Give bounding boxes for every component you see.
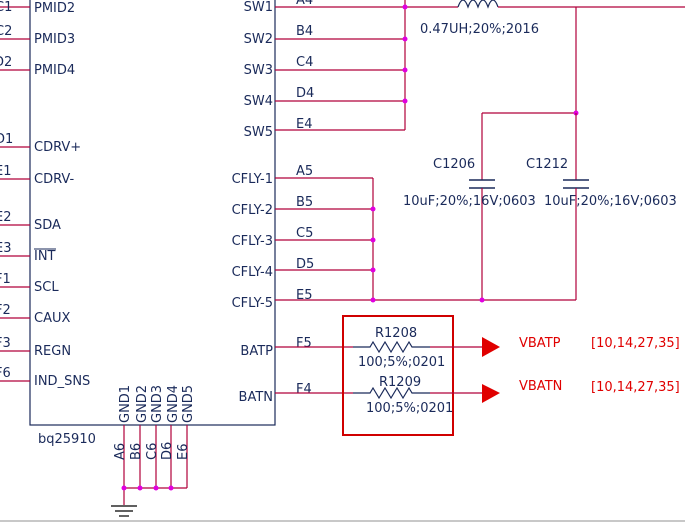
pin-INT: INT	[34, 249, 56, 264]
ball-E3: E3	[0, 241, 12, 256]
gnd-junctions	[121, 485, 174, 491]
sw-junctions	[402, 4, 408, 104]
pin-CFLY-2: CFLY-2	[232, 203, 273, 218]
ball-C5: C5	[296, 226, 313, 241]
r1209-value: 100;5%;0201	[366, 401, 453, 416]
vbatn-arrow-icon	[482, 384, 500, 403]
ic-name: bq25910	[38, 432, 96, 447]
ball-B6: B6	[129, 443, 144, 460]
inductor-symbol	[457, 0, 499, 9]
pin-CFLY-1: CFLY-1	[232, 172, 273, 187]
pin-REGN: REGN	[34, 344, 71, 359]
cfly-net-wires	[275, 177, 576, 301]
ball-F1: F1	[0, 272, 11, 287]
ball-E4: E4	[296, 117, 313, 132]
ball-C2: C2	[0, 24, 12, 39]
pin-SCL: SCL	[34, 280, 59, 295]
gnd-pin-stubs	[123, 425, 188, 505]
pin-SW3: SW3	[244, 63, 273, 78]
c1212-ref: C1212	[526, 157, 568, 172]
ball-D4: D4	[296, 86, 314, 101]
cfly-junctions	[370, 206, 485, 303]
c1212-symbol	[563, 179, 589, 189]
c1212-value: 10uF;20%;16V;0603	[544, 194, 677, 209]
ball-F4: F4	[296, 382, 312, 397]
ground-symbol-icon	[111, 505, 137, 517]
ball-E1: E1	[0, 164, 12, 179]
r1208-symbol	[353, 340, 430, 354]
pin-GND4: GND4	[166, 385, 181, 423]
pin-GND3: GND3	[150, 385, 165, 423]
sense-resistor-highlight-box	[342, 315, 454, 436]
pin-CFLY-4: CFLY-4	[232, 265, 273, 280]
ball-D5: D5	[296, 257, 314, 272]
ball-E2: E2	[0, 210, 12, 225]
left-pin-stubs	[0, 6, 30, 382]
pin-SW5: SW5	[244, 125, 273, 140]
ball-A5: A5	[296, 164, 313, 179]
pin-GND5: GND5	[181, 385, 196, 423]
net-VBATN-pages: [10,14,27,35]	[591, 380, 680, 395]
net-VBATP: VBATP	[519, 336, 561, 351]
ball-D1: D1	[0, 132, 13, 147]
pin-PMID4: PMID4	[34, 63, 75, 78]
ball-A4: A4	[296, 0, 313, 8]
r1209-symbol	[353, 386, 430, 400]
pin-IND_SNS: IND_SNS	[34, 374, 90, 389]
pin-GND1: GND1	[118, 385, 133, 423]
sw-net-wires	[275, 0, 458, 131]
ball-F6: F6	[0, 366, 11, 381]
c1206-symbol	[469, 179, 495, 189]
pin-SW4: SW4	[244, 94, 273, 109]
pin-SDA: SDA	[34, 218, 61, 233]
c1206-ref: C1206	[433, 157, 475, 172]
ball-E6: E6	[176, 444, 191, 461]
ic-body	[29, 0, 276, 426]
pin-PMID3: PMID3	[34, 32, 75, 47]
net-VBATN: VBATN	[519, 379, 562, 394]
pin-CAUX: CAUX	[34, 311, 70, 326]
ball-B4: B4	[296, 24, 313, 39]
ball-C6: C6	[145, 443, 160, 460]
inductor-value: 0.47UH;20%;2016	[420, 22, 539, 37]
vbatp-arrow-icon	[482, 337, 500, 357]
c1206-value: 10uF;20%;16V;0603	[403, 194, 536, 209]
pin-BATN: BATN	[239, 390, 273, 405]
ball-F2: F2	[0, 303, 11, 318]
ball-C1: C1	[0, 0, 12, 15]
pin-SW1: SW1	[244, 0, 273, 15]
ball-C4: C4	[296, 55, 313, 70]
ball-A6: A6	[113, 443, 128, 460]
ball-E5: E5	[296, 288, 313, 303]
pin-BATP: BATP	[240, 344, 273, 359]
pin-SW2: SW2	[244, 32, 273, 47]
ball-D6: D6	[160, 442, 175, 460]
pin-CDRV-minus: CDRV-	[34, 172, 75, 187]
r1208-value: 100;5%;0201	[358, 355, 445, 370]
net-VBATP-pages: [10,14,27,35]	[591, 336, 680, 351]
r1209-ref: R1209	[379, 375, 421, 390]
r1208-ref: R1208	[375, 326, 417, 341]
pin-CFLY-5: CFLY-5	[232, 296, 273, 311]
ball-D2: D2	[0, 55, 12, 70]
pin-GND2: GND2	[135, 385, 150, 423]
ball-B5: B5	[296, 195, 313, 210]
pin-CDRV-plus: CDRV+	[34, 140, 81, 155]
pin-PMID2: PMID2	[34, 1, 75, 16]
ball-F3: F3	[0, 336, 11, 351]
pin-CFLY-3: CFLY-3	[232, 234, 273, 249]
ball-F5: F5	[296, 336, 312, 351]
